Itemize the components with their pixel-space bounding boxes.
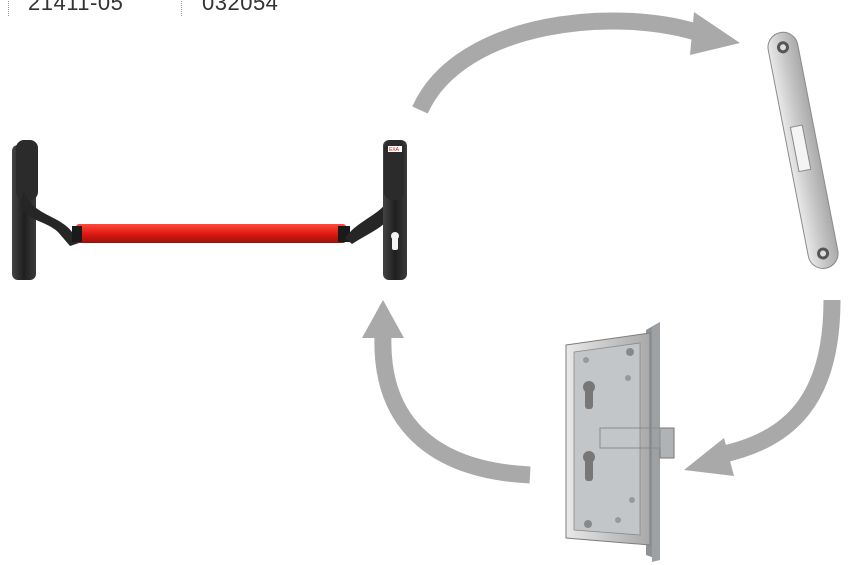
panic-bar-image: EXA <box>12 140 407 280</box>
strike-plate-image <box>765 30 840 271</box>
arrow-left-head-icon <box>362 300 404 338</box>
mortise-lock-image <box>566 322 674 562</box>
brand-badge: EXA <box>389 147 400 153</box>
arrow-left <box>362 300 530 475</box>
arrow-right <box>684 300 832 476</box>
arrow-top-head-icon <box>690 12 740 55</box>
red-push-bar <box>76 224 346 243</box>
arrow-right-head-icon <box>684 438 734 476</box>
arrow-top <box>420 12 740 110</box>
